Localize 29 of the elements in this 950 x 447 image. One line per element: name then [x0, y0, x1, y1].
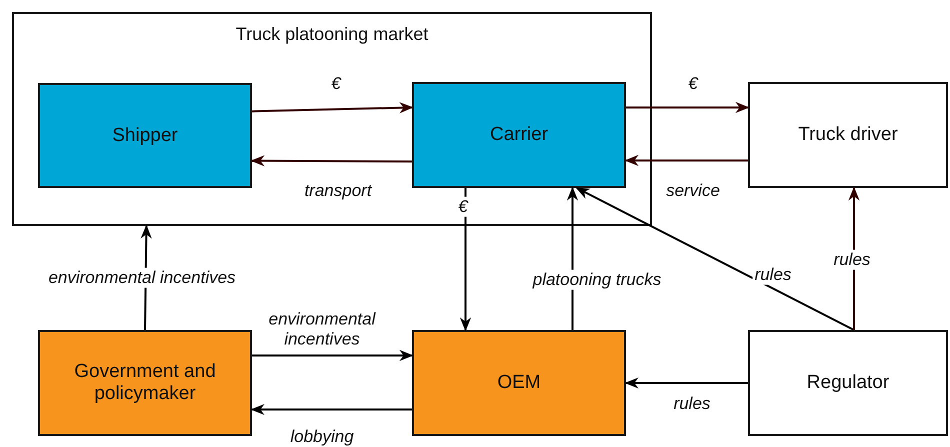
- arrow: [460, 188, 472, 332]
- node-label: OEM: [496, 372, 542, 394]
- edge-label: €: [456, 196, 470, 218]
- node-label: Regulator: [806, 372, 890, 394]
- edge-label: lobbying: [288, 426, 356, 447]
- edge-label: rules: [832, 250, 872, 270]
- group-title: Truck platooning market: [234, 24, 430, 45]
- node-label: Truck driver: [797, 124, 899, 146]
- node-label: Carrier: [488, 124, 550, 146]
- market-group-box: [12, 12, 652, 226]
- node-label: Shipper: [111, 124, 179, 146]
- arrow: [626, 102, 750, 114]
- edge-label: platooning trucks: [530, 270, 664, 290]
- actor-box: [412, 82, 626, 188]
- arrow: [252, 350, 414, 362]
- actor-box: [748, 82, 948, 188]
- actor-box: [38, 83, 252, 188]
- actor-box: [748, 330, 948, 436]
- edge-label: environmental incentives: [46, 268, 238, 288]
- arrow: [576, 187, 854, 331]
- actor-box: [38, 330, 252, 436]
- arrow: [250, 404, 412, 416]
- edge-label: rules: [752, 264, 794, 286]
- arrow: [252, 102, 414, 114]
- node-label: Government and policymaker: [73, 361, 217, 405]
- arrow: [624, 154, 748, 166]
- arrow: [250, 155, 412, 166]
- actor-box: [412, 330, 626, 436]
- arrow: [624, 377, 748, 389]
